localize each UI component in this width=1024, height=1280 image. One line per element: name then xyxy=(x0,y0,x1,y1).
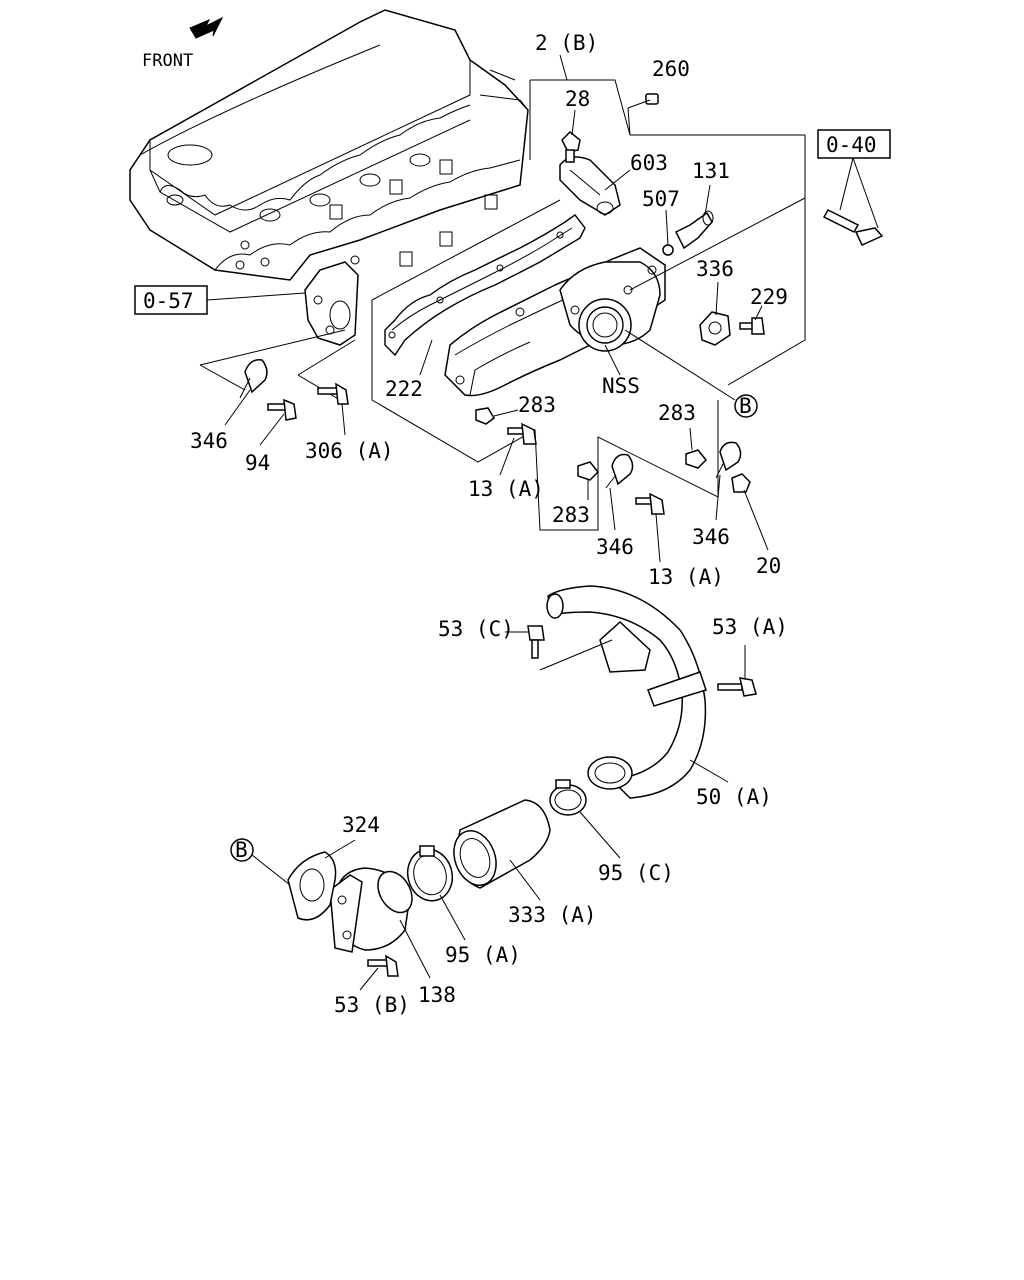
bolt-229 xyxy=(739,317,765,335)
label-20: 20 xyxy=(756,554,781,578)
label-28: 28 xyxy=(565,87,590,111)
ref-box-0-57-text: 0-57 xyxy=(143,289,194,313)
label-13a-mid: 13 (A) xyxy=(648,565,724,589)
label-283-mid: 283 xyxy=(552,503,590,527)
label-283-right: 283 xyxy=(658,401,696,425)
label-346-right: 346 xyxy=(692,525,730,549)
label-260: 260 xyxy=(652,57,690,81)
label-94: 94 xyxy=(245,451,270,475)
pipe-50a xyxy=(546,585,707,799)
label-333a: 333 (A) xyxy=(508,903,597,927)
label-603: 603 xyxy=(630,151,668,175)
label-nss: NSS xyxy=(602,374,640,398)
bolt-306a xyxy=(317,382,349,405)
engine-cylinder-head xyxy=(129,9,529,281)
label-2b: 2 (B) xyxy=(535,31,598,55)
clamp-346-mid xyxy=(605,453,634,489)
label-346-left: 346 xyxy=(190,429,228,453)
hose-clamp-95c xyxy=(549,779,587,816)
bolt-13a-mid xyxy=(635,492,665,515)
flange-336 xyxy=(699,311,731,346)
gasket-324 xyxy=(287,851,337,921)
nut-20 xyxy=(731,473,751,493)
valve-603 xyxy=(559,156,621,216)
circle-ref-b-upper-text: B xyxy=(739,394,752,418)
elbow-138 xyxy=(329,867,413,953)
front-arrow-icon xyxy=(189,16,224,39)
label-53c: 53 (C) xyxy=(438,617,514,641)
label-336: 336 xyxy=(696,257,734,281)
pump-outlet xyxy=(559,261,661,352)
hose-333a xyxy=(453,799,551,889)
label-53a: 53 (A) xyxy=(712,615,788,639)
label-53b: 53 (B) xyxy=(334,993,410,1017)
bolt-53c xyxy=(527,625,545,659)
label-283-left: 283 xyxy=(518,393,556,417)
label-306a: 306 (A) xyxy=(305,439,394,463)
label-229: 229 xyxy=(750,285,788,309)
washer-283-left xyxy=(475,407,495,425)
front-label: FRONT xyxy=(142,51,193,71)
label-222: 222 xyxy=(385,377,423,401)
ref-box-0-40-text: 0-40 xyxy=(826,133,877,157)
label-50a: 50 (A) xyxy=(696,785,772,809)
bolt-94 xyxy=(267,398,297,421)
label-13a-left: 13 (A) xyxy=(468,477,544,501)
bolt-28 xyxy=(561,130,581,163)
circle-ref-b-lower[interactable]: B xyxy=(230,838,254,862)
clamp-346-left xyxy=(239,359,268,399)
sensor-131 xyxy=(674,210,714,250)
clamp-346-right xyxy=(715,441,742,479)
stud-0-40 xyxy=(822,209,884,246)
label-138: 138 xyxy=(418,983,456,1007)
label-95c: 95 (C) xyxy=(598,861,674,885)
circle-ref-b-upper[interactable]: B xyxy=(734,394,758,418)
label-346-mid: 346 xyxy=(596,535,634,559)
circle-ref-b-lower-text: B xyxy=(235,838,248,862)
washer-283-right xyxy=(685,449,708,469)
label-324: 324 xyxy=(342,813,380,837)
label-131: 131 xyxy=(692,159,730,183)
ref-box-0-57[interactable]: 0-57 xyxy=(134,285,208,315)
hose-clamp-95a xyxy=(406,845,454,902)
ref-box-0-40[interactable]: 0-40 xyxy=(817,129,891,159)
engine-mount-bracket xyxy=(304,261,359,346)
leader-lines xyxy=(224,54,769,991)
bolt-13a-left xyxy=(507,422,537,445)
bolt-53a xyxy=(717,677,757,697)
label-507: 507 xyxy=(642,187,680,211)
plug-260 xyxy=(645,93,659,105)
bolt-53b xyxy=(367,954,399,977)
washer-283-mid xyxy=(577,461,600,481)
label-95a: 95 (A) xyxy=(445,943,521,967)
o-ring-507 xyxy=(662,244,674,256)
gasket-222 xyxy=(384,214,586,357)
